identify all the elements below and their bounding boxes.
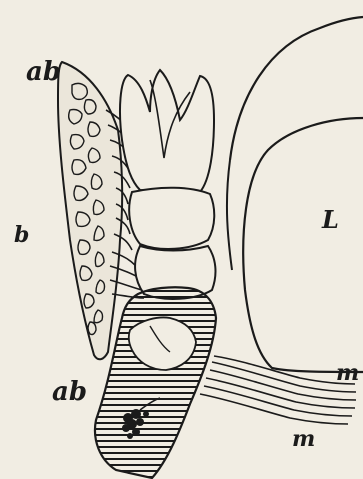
label-m-bottom: m	[292, 426, 315, 452]
label-b: b	[14, 222, 29, 248]
middle-tooth	[129, 188, 214, 249]
label-L: L	[321, 205, 339, 234]
upper-tooth	[120, 70, 214, 192]
label-ab-bottom: ab	[52, 377, 87, 407]
label-m-right: m	[336, 360, 359, 386]
label-ab-top: ab	[26, 57, 61, 87]
